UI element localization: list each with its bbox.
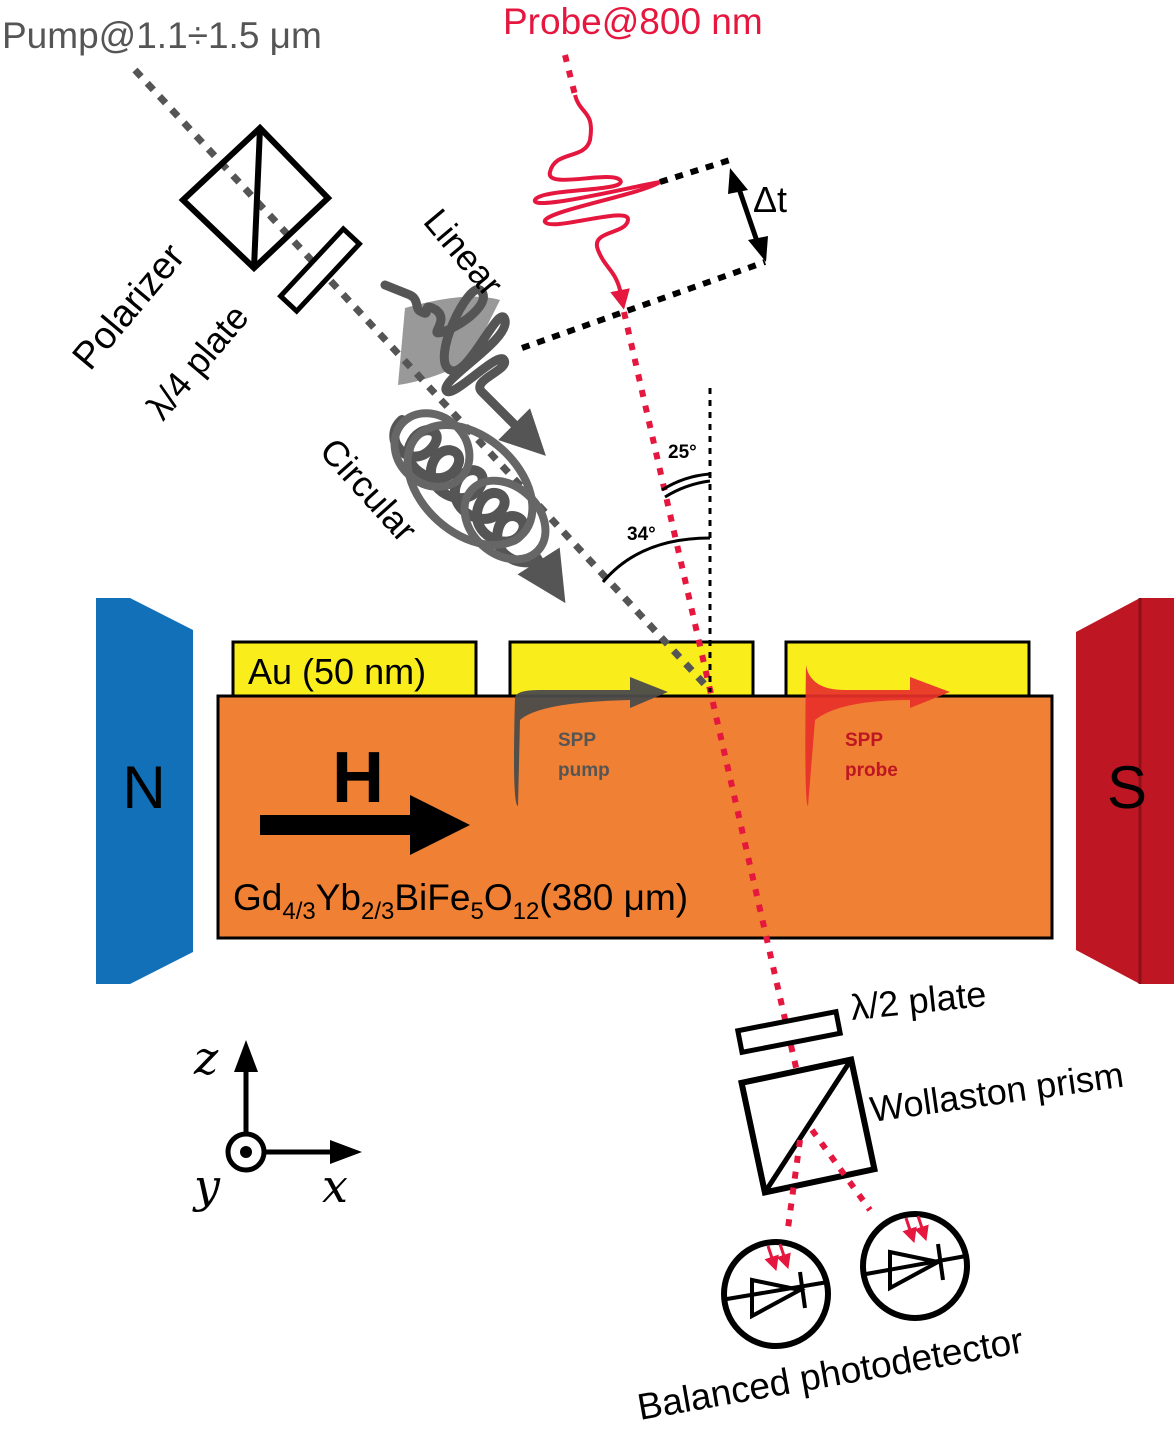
spp-probe-label-2: probe — [845, 760, 898, 781]
pump-label: Pump@1.1÷1.5 μm — [2, 15, 322, 56]
magnet-south-label: S — [1107, 754, 1147, 821]
pump-beam — [132, 67, 713, 693]
delay-arrow — [733, 179, 763, 251]
probe-pulse — [532, 94, 662, 310]
axis-z-label: z — [193, 1031, 219, 1085]
magnet-north: N — [96, 598, 193, 984]
angle-34-label: 34° — [627, 524, 656, 545]
substrate-sub-bife: 5 — [470, 898, 483, 925]
probe-label: Probe@800 nm — [503, 1, 763, 42]
angle-25-arc — [661, 472, 711, 492]
quarter-plate-label: λ/4 plate — [138, 297, 257, 428]
delay-line-top — [659, 157, 731, 185]
field-label: H — [332, 738, 384, 818]
split-beam-right — [809, 1128, 873, 1212]
substrate-element-yb: Yb — [316, 877, 361, 918]
angle-34-arc — [601, 536, 711, 583]
delay-line-bottom — [520, 259, 767, 351]
field-arrow — [260, 795, 470, 855]
half-plate-label: λ/2 plate — [849, 973, 989, 1028]
substrate-element-bife: BiFe — [394, 877, 470, 918]
substrate-sub-gd: 4/3 — [282, 898, 315, 925]
substrate-element-gd: Gd — [233, 877, 282, 918]
detector-label: Balanced photodetector — [634, 1320, 1026, 1428]
wollaston-label: Wollaston prism — [867, 1054, 1126, 1130]
spp-probe-label-1: SPP — [845, 730, 883, 751]
wollaston-prism — [738, 1056, 878, 1196]
angle-25-label: 25° — [668, 442, 697, 463]
axis-y-label: y — [192, 1159, 221, 1213]
polarizer — [178, 123, 333, 273]
probe-beam-upper — [562, 54, 578, 96]
magnet-south: S — [1076, 598, 1174, 984]
spp-pump: SPP pump — [514, 677, 668, 806]
substrate-sub-o: 12 — [513, 898, 540, 925]
spp-pump-label-1: SPP — [558, 730, 596, 751]
gold-film-label: Au (50 nm) — [248, 651, 426, 692]
delay-arrow-head-top — [728, 168, 748, 194]
probe-beam — [621, 311, 803, 1086]
angle-25-arc-inner — [664, 479, 711, 499]
coordinate-axes — [225, 1040, 362, 1173]
quarter-wave-plate — [277, 225, 363, 315]
photodiode-left — [721, 1239, 831, 1349]
substrate-thickness: (380 μm) — [539, 877, 688, 918]
substrate-label: Gd4/3Yb2/3BiFe5O12(380 μm) — [233, 877, 688, 925]
photodiode-right — [860, 1211, 970, 1321]
half-wave-plate — [734, 1008, 844, 1056]
axis-x-label: x — [322, 1159, 348, 1213]
substrate-element-o: O — [484, 877, 513, 918]
substrate-sub-yb: 2/3 — [361, 898, 394, 925]
spp-pump-label-2: pump — [558, 760, 610, 781]
circular-wave — [389, 409, 566, 604]
delay-arrow-head-bottom — [748, 236, 768, 262]
linear-label: Linear — [416, 201, 512, 304]
linear-wave — [380, 280, 546, 456]
magnet-north-label: N — [122, 754, 165, 821]
spp-probe: SPP probe — [805, 665, 950, 806]
delay-label: Δt — [753, 179, 787, 220]
